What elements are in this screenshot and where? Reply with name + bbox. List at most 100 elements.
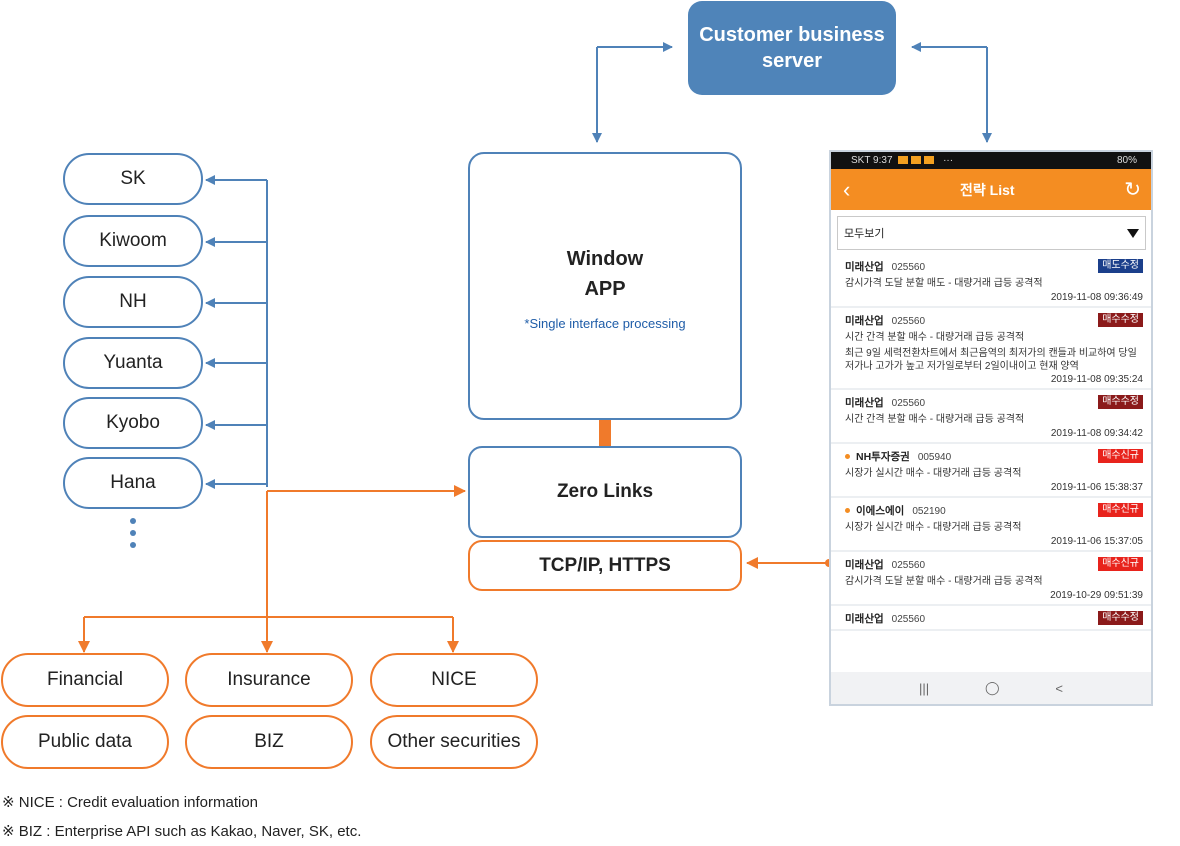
stock-code: 025560	[891, 315, 926, 327]
source-biz: BIZ	[185, 715, 353, 769]
android-nav-bar: ||| ◯ <	[831, 672, 1151, 704]
new-indicator-icon	[845, 508, 850, 514]
broker-sk: SK	[63, 153, 203, 205]
status-badge: 매수신규	[1098, 449, 1143, 463]
server-label-line2: server	[761, 50, 823, 72]
battery-level: 80%	[1116, 155, 1137, 166]
broker-label: SK	[120, 168, 146, 189]
protocol-label: TCP/IP, HTTPS	[539, 554, 671, 576]
footnotes: ※ NICE : Credit evaluation information ※…	[2, 788, 361, 846]
source-label: Other securities	[387, 731, 521, 752]
notification-icon	[898, 156, 909, 165]
stock-code: 025560	[891, 559, 926, 571]
more-brokers-ellipsis	[128, 518, 138, 554]
server-label-line1: Customer business	[699, 24, 885, 46]
timestamp: 2019-11-08 09:34:42	[1050, 428, 1143, 439]
strategy-description: 시장가 실시간 매수 - 대량거래 급등 공격적	[845, 522, 1022, 533]
app-bar: ‹ 전략 List ↻	[831, 169, 1151, 210]
strategy-description: 감시가격 도달 분할 매도 - 대량거래 급등 공격적	[845, 278, 1043, 289]
source-public-data: Public data	[1, 715, 169, 769]
broker-label: Yuanta	[103, 352, 163, 373]
stock-code: 005940	[917, 451, 952, 463]
broker-kiwoom: Kiwoom	[63, 215, 203, 267]
new-indicator-icon	[845, 454, 850, 460]
broker-kyobo: Kyobo	[63, 397, 203, 449]
stock-code: 025560	[891, 261, 926, 273]
status-badge: 매도수정	[1098, 259, 1143, 273]
source-nice: NICE	[370, 653, 538, 707]
window-app-note: *Single interface processing	[524, 316, 686, 331]
more-notifications-icon: ···	[943, 155, 954, 166]
notification-icon	[924, 156, 935, 165]
source-label: NICE	[431, 669, 477, 690]
timestamp: 2019-11-08 09:36:49	[1050, 292, 1143, 303]
status-carrier-time: SKT 9:37	[851, 155, 893, 166]
broker-yuanta: Yuanta	[63, 337, 203, 389]
recents-button[interactable]: |||	[918, 680, 930, 696]
source-label: Financial	[46, 669, 124, 690]
strategy-detail: 최근 9일 세력전환차트에서 최근음역의 최저가의 캔들과 비교하여 당일저가나…	[845, 348, 1137, 372]
broker-label: Hana	[110, 472, 156, 493]
broker-label: NH	[119, 291, 147, 312]
status-badge: 매수수정	[1098, 395, 1143, 409]
strategy-description: 시장가 실시간 매수 - 대량거래 급등 공격적	[845, 468, 1022, 479]
broker-hana: Hana	[63, 457, 203, 509]
status-badge: 매수신규	[1098, 557, 1143, 571]
source-label: Insurance	[227, 669, 311, 690]
notification-icon	[911, 156, 922, 165]
source-financial: Financial	[1, 653, 169, 707]
timestamp: 2019-11-08 09:35:24	[1050, 374, 1143, 385]
status-bar: SKT 9:37 ··· 80%	[831, 152, 1151, 169]
source-insurance: Insurance	[185, 653, 353, 707]
zero-links-label: Zero Links	[556, 481, 654, 502]
note-biz: ※ BIZ : Enterprise API such as Kakao, Na…	[2, 823, 362, 840]
home-button[interactable]: ◯	[984, 680, 1000, 695]
nav-back-button[interactable]: <	[1055, 680, 1064, 696]
app-title: 전략 List	[960, 181, 1015, 198]
status-badge: 매수수정	[1098, 313, 1143, 327]
timestamp: 2019-10-29 09:51:39	[1050, 590, 1143, 601]
window-app-box: Window APP *Single interface processing	[468, 152, 742, 420]
stock-code: 052190	[912, 505, 946, 517]
stock-code: 025560	[891, 397, 926, 409]
customer-business-server: Customer business server	[688, 1, 896, 95]
note-nice: ※ NICE : Credit evaluation information	[2, 794, 259, 811]
back-icon[interactable]: ‹	[843, 176, 851, 202]
filter-dropdown[interactable]: 모두보기	[837, 216, 1146, 250]
stock-code: 025560	[891, 613, 926, 625]
filter-value: 모두보기	[844, 228, 885, 240]
broker-label: Kiwoom	[99, 230, 167, 251]
broker-nh: NH	[63, 276, 203, 328]
source-other-securities: Other securities	[370, 715, 538, 769]
caret-down-icon	[1127, 228, 1139, 238]
strategy-description: 감시가격 도달 분할 매수 - 대량거래 급등 공격적	[845, 576, 1043, 587]
protocol-box: TCP/IP, HTTPS	[468, 540, 742, 591]
window-app-title-line2: APP	[584, 278, 626, 300]
broker-label: Kyobo	[106, 412, 160, 433]
source-label: BIZ	[254, 731, 284, 752]
zero-links-box: Zero Links	[468, 446, 742, 538]
refresh-icon[interactable]: ↻	[1124, 179, 1141, 201]
status-badge: 매수신규	[1098, 503, 1143, 517]
strategy-description: 시간 간격 분할 매수 - 대량거래 급등 공격적	[845, 332, 1025, 343]
window-app-title-line1: Window	[566, 248, 644, 270]
status-badge: 매수수정	[1098, 611, 1143, 625]
timestamp: 2019-11-06 15:38:37	[1050, 482, 1143, 493]
timestamp: 2019-11-06 15:37:05	[1050, 536, 1143, 547]
